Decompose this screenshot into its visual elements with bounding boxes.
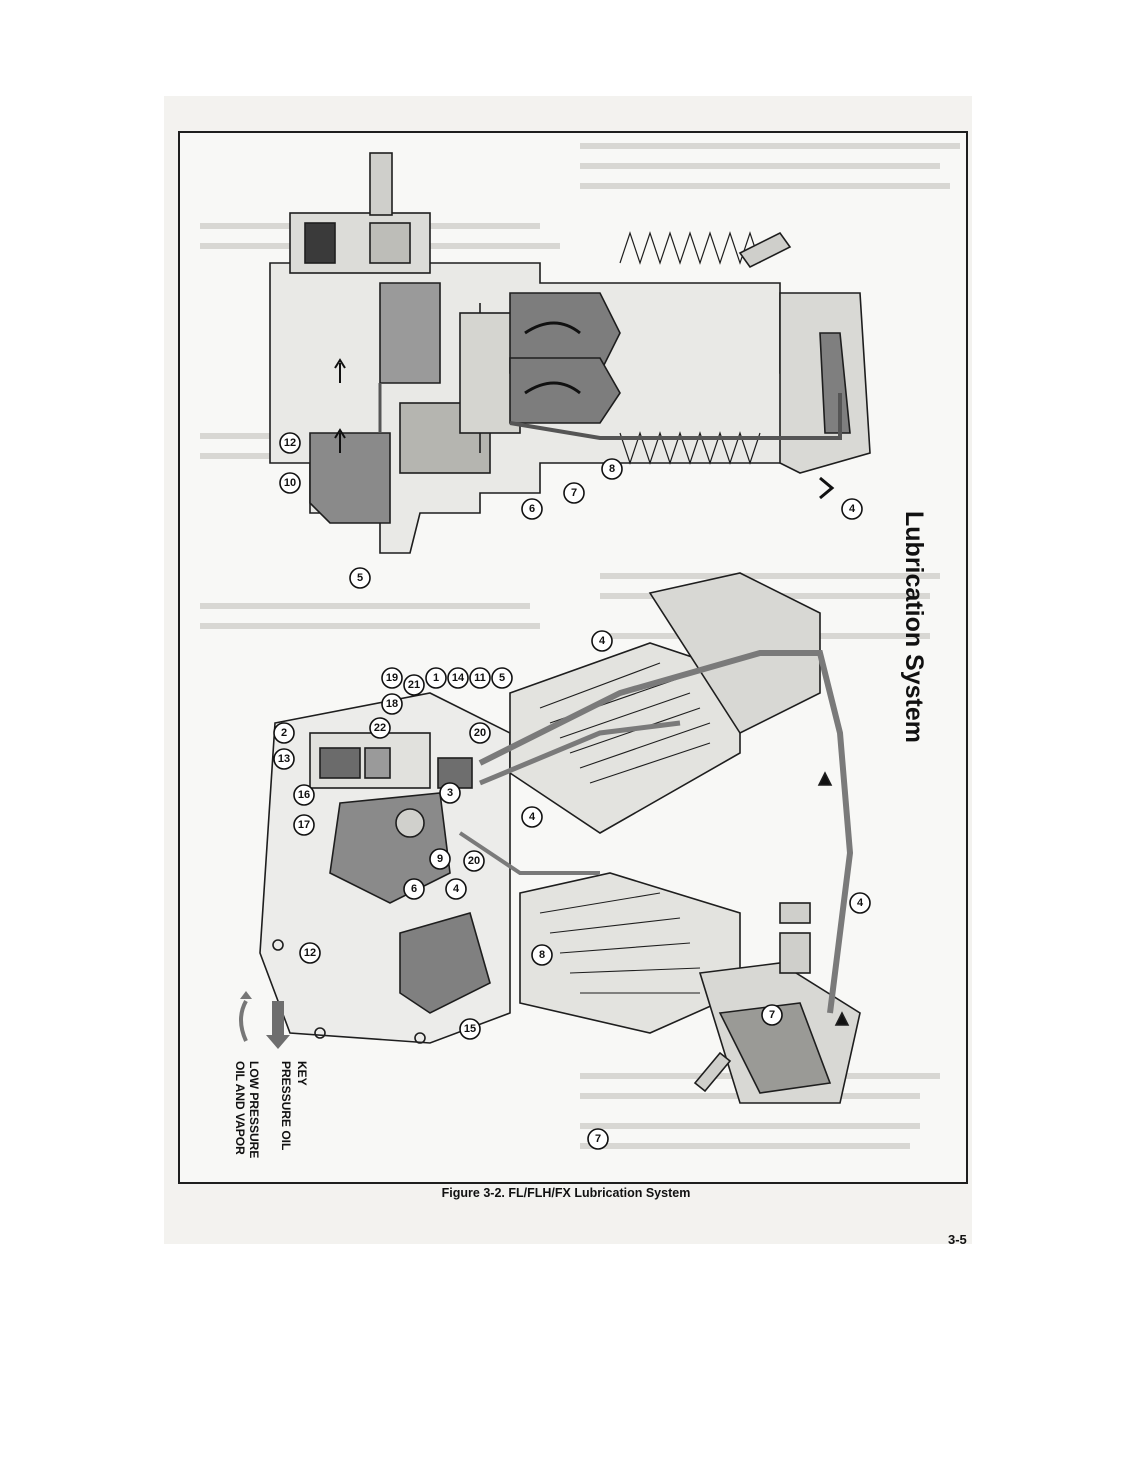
svg-text:20: 20 — [474, 727, 486, 739]
key-heading: KEY — [295, 1061, 309, 1086]
lower-callout-5: 5 — [491, 667, 513, 689]
svg-text:13: 13 — [278, 753, 290, 765]
upper-callout-8: 8 — [601, 458, 623, 480]
svg-text:3: 3 — [447, 787, 453, 799]
lower-callout-1: 1 — [425, 667, 447, 689]
lower-callout-21: 21 — [403, 674, 425, 696]
lower-callout-12: 12 — [299, 942, 321, 964]
svg-text:19: 19 — [386, 672, 398, 684]
key-oil-vapor-label: OIL AND VAPOR — [233, 1061, 247, 1155]
svg-text:2: 2 — [281, 727, 287, 739]
upper-engine-section — [269, 152, 871, 554]
svg-text:7: 7 — [595, 1133, 601, 1145]
svg-text:6: 6 — [529, 503, 535, 515]
section-title: Lubrication System — [900, 511, 928, 743]
svg-text:4: 4 — [849, 503, 856, 515]
svg-text:14: 14 — [452, 672, 465, 684]
lower-callout-19: 19 — [381, 667, 403, 689]
upper-callout-10: 10 — [279, 472, 301, 494]
lower-callout-4b: 4 — [445, 878, 467, 900]
svg-text:21: 21 — [408, 679, 420, 691]
svg-text:9: 9 — [437, 853, 443, 865]
svg-text:7: 7 — [769, 1009, 775, 1021]
svg-text:8: 8 — [539, 949, 545, 961]
lubrication-diagram: 12 10 5 6 7 8 4 Lubrication System — [200, 143, 960, 1158]
lower-callout-20: 20 — [469, 722, 491, 744]
lower-callout-15: 15 — [459, 1018, 481, 1040]
svg-text:16: 16 — [298, 789, 310, 801]
upper-callout-4: 4 — [841, 498, 863, 520]
figure-frame: 12 10 5 6 7 8 4 Lubrication System — [178, 131, 968, 1184]
svg-text:8: 8 — [609, 463, 615, 475]
figure-caption: Figure 3-2. FL/FLH/FX Lubrication System — [441, 1186, 691, 1200]
svg-text:10: 10 — [284, 477, 296, 489]
svg-text:12: 12 — [304, 947, 316, 959]
svg-text:4: 4 — [857, 897, 864, 909]
svg-text:18: 18 — [386, 698, 398, 710]
lower-callout-11: 11 — [469, 667, 491, 689]
lower-callout-8: 8 — [531, 944, 553, 966]
svg-text:20: 20 — [468, 855, 480, 867]
key-pressure-label: PRESSURE OIL — [279, 1061, 293, 1150]
lower-callout-14: 14 — [447, 667, 469, 689]
lower-engine-view — [259, 572, 861, 1104]
upper-callout-12: 12 — [279, 432, 301, 454]
low-pressure-arrow — [239, 1000, 248, 1042]
svg-text:12: 12 — [284, 437, 296, 449]
lower-callout-4a: 4 — [521, 806, 543, 828]
svg-text:5: 5 — [357, 572, 363, 584]
svg-text:1: 1 — [433, 672, 439, 684]
lower-callout-22: 22 — [369, 717, 391, 739]
lower-callout-6: 6 — [403, 878, 425, 900]
upper-callout-7: 7 — [563, 482, 585, 504]
svg-text:4: 4 — [529, 811, 536, 823]
lower-callout-18: 18 — [381, 693, 403, 715]
svg-text:6: 6 — [411, 883, 417, 895]
lower-callout-4d: 4 — [849, 892, 871, 914]
pressure-oil-swatch — [272, 1001, 284, 1035]
lower-callout-7a: 7 — [761, 1004, 783, 1026]
lower-callout-7b: 7 — [587, 1128, 609, 1150]
svg-text:11: 11 — [474, 672, 486, 684]
lower-callout-16: 16 — [293, 784, 315, 806]
svg-text:17: 17 — [298, 819, 310, 831]
lower-callout-2: 2 — [273, 722, 295, 744]
pressure-oil-arrow — [266, 1035, 290, 1049]
lower-callout-3: 3 — [439, 782, 461, 804]
svg-text:5: 5 — [499, 672, 505, 684]
lower-callout-13: 13 — [273, 748, 295, 770]
legend: KEY PRESSURE OIL LOW PRESSURE OIL AND VA… — [233, 991, 309, 1158]
lower-callout-17: 17 — [293, 814, 315, 836]
upper-callout-6: 6 — [521, 498, 543, 520]
upper-callout-5: 5 — [349, 567, 371, 589]
key-low-pressure-label: LOW PRESSURE — [247, 1061, 261, 1158]
svg-text:15: 15 — [464, 1023, 476, 1035]
svg-text:22: 22 — [374, 722, 386, 734]
page-number: 3-5 — [948, 1232, 967, 1247]
svg-text:4: 4 — [599, 635, 606, 647]
lower-callout-20b: 20 — [463, 850, 485, 872]
svg-text:4: 4 — [453, 883, 460, 895]
lower-callout-4c: 4 — [591, 630, 613, 652]
svg-text:7: 7 — [571, 487, 577, 499]
lower-callout-9: 9 — [429, 848, 451, 870]
